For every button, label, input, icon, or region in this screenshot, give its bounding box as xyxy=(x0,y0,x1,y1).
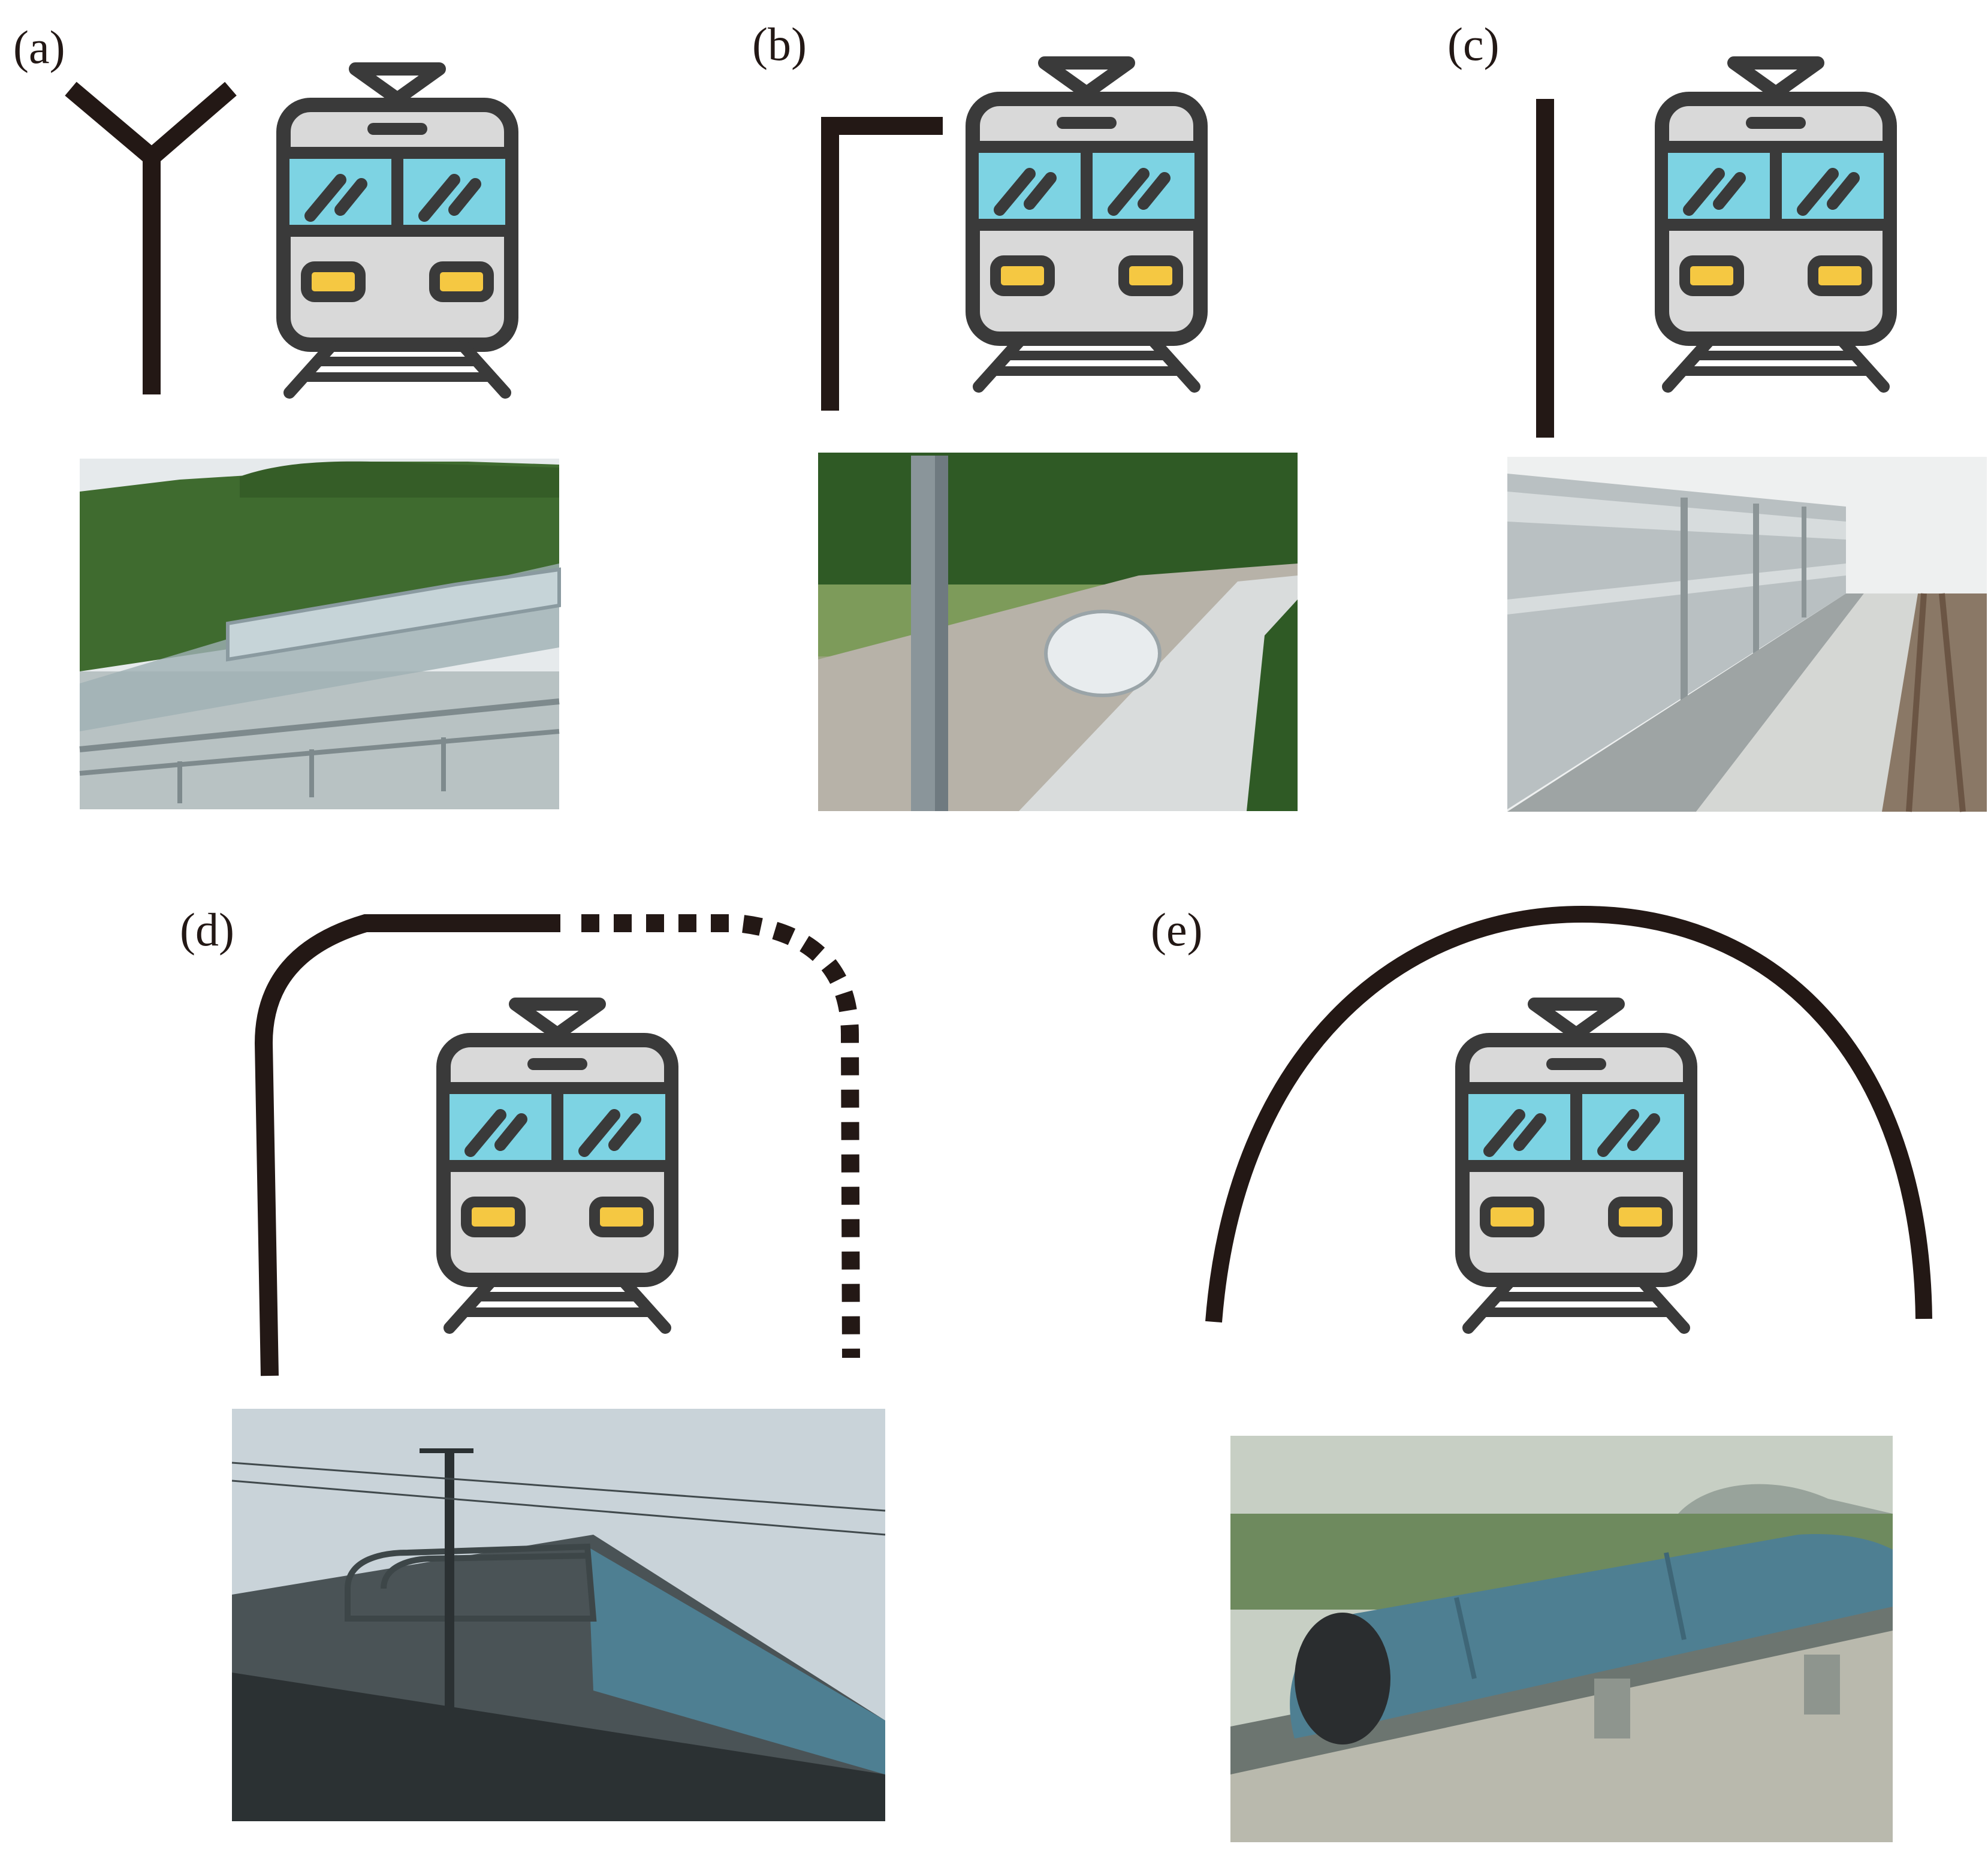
panel-label-b: (b) xyxy=(752,18,807,70)
train-front-icon xyxy=(1462,1004,1690,1328)
panel-d: (d) xyxy=(180,903,886,1821)
barrier-semi-enclosed-shape xyxy=(254,914,860,1376)
panel-b: (b) xyxy=(752,18,1298,811)
train-front-icon xyxy=(283,69,511,393)
panel-a: (a) xyxy=(13,21,561,809)
photo-vertical-panel-barrier xyxy=(1507,457,1987,812)
panel-c: (c) xyxy=(1447,18,1987,812)
photo-semi-enclosed-barrier xyxy=(231,1409,886,1821)
panel-label-d: (d) xyxy=(180,903,234,956)
photo-fully-enclosed-tunnel xyxy=(1230,1436,1893,1842)
panel-label-a: (a) xyxy=(13,21,65,73)
barrier-fully-enclosed-shape xyxy=(1205,905,1932,1323)
barrier-inverted-l-shape xyxy=(821,117,943,411)
photo-bullet-train-viaduct-barrier xyxy=(818,453,1298,811)
train-front-icon xyxy=(444,1004,671,1328)
barrier-y-shape xyxy=(65,82,237,394)
panel-label-e: (e) xyxy=(1151,903,1203,956)
train-front-icon xyxy=(1662,63,1890,387)
photo-mountain-canopy-barrier xyxy=(79,459,561,809)
panel-e: (e) xyxy=(1151,903,1932,1842)
train-front-icon xyxy=(973,63,1200,387)
panel-label-c: (c) xyxy=(1447,18,1500,70)
